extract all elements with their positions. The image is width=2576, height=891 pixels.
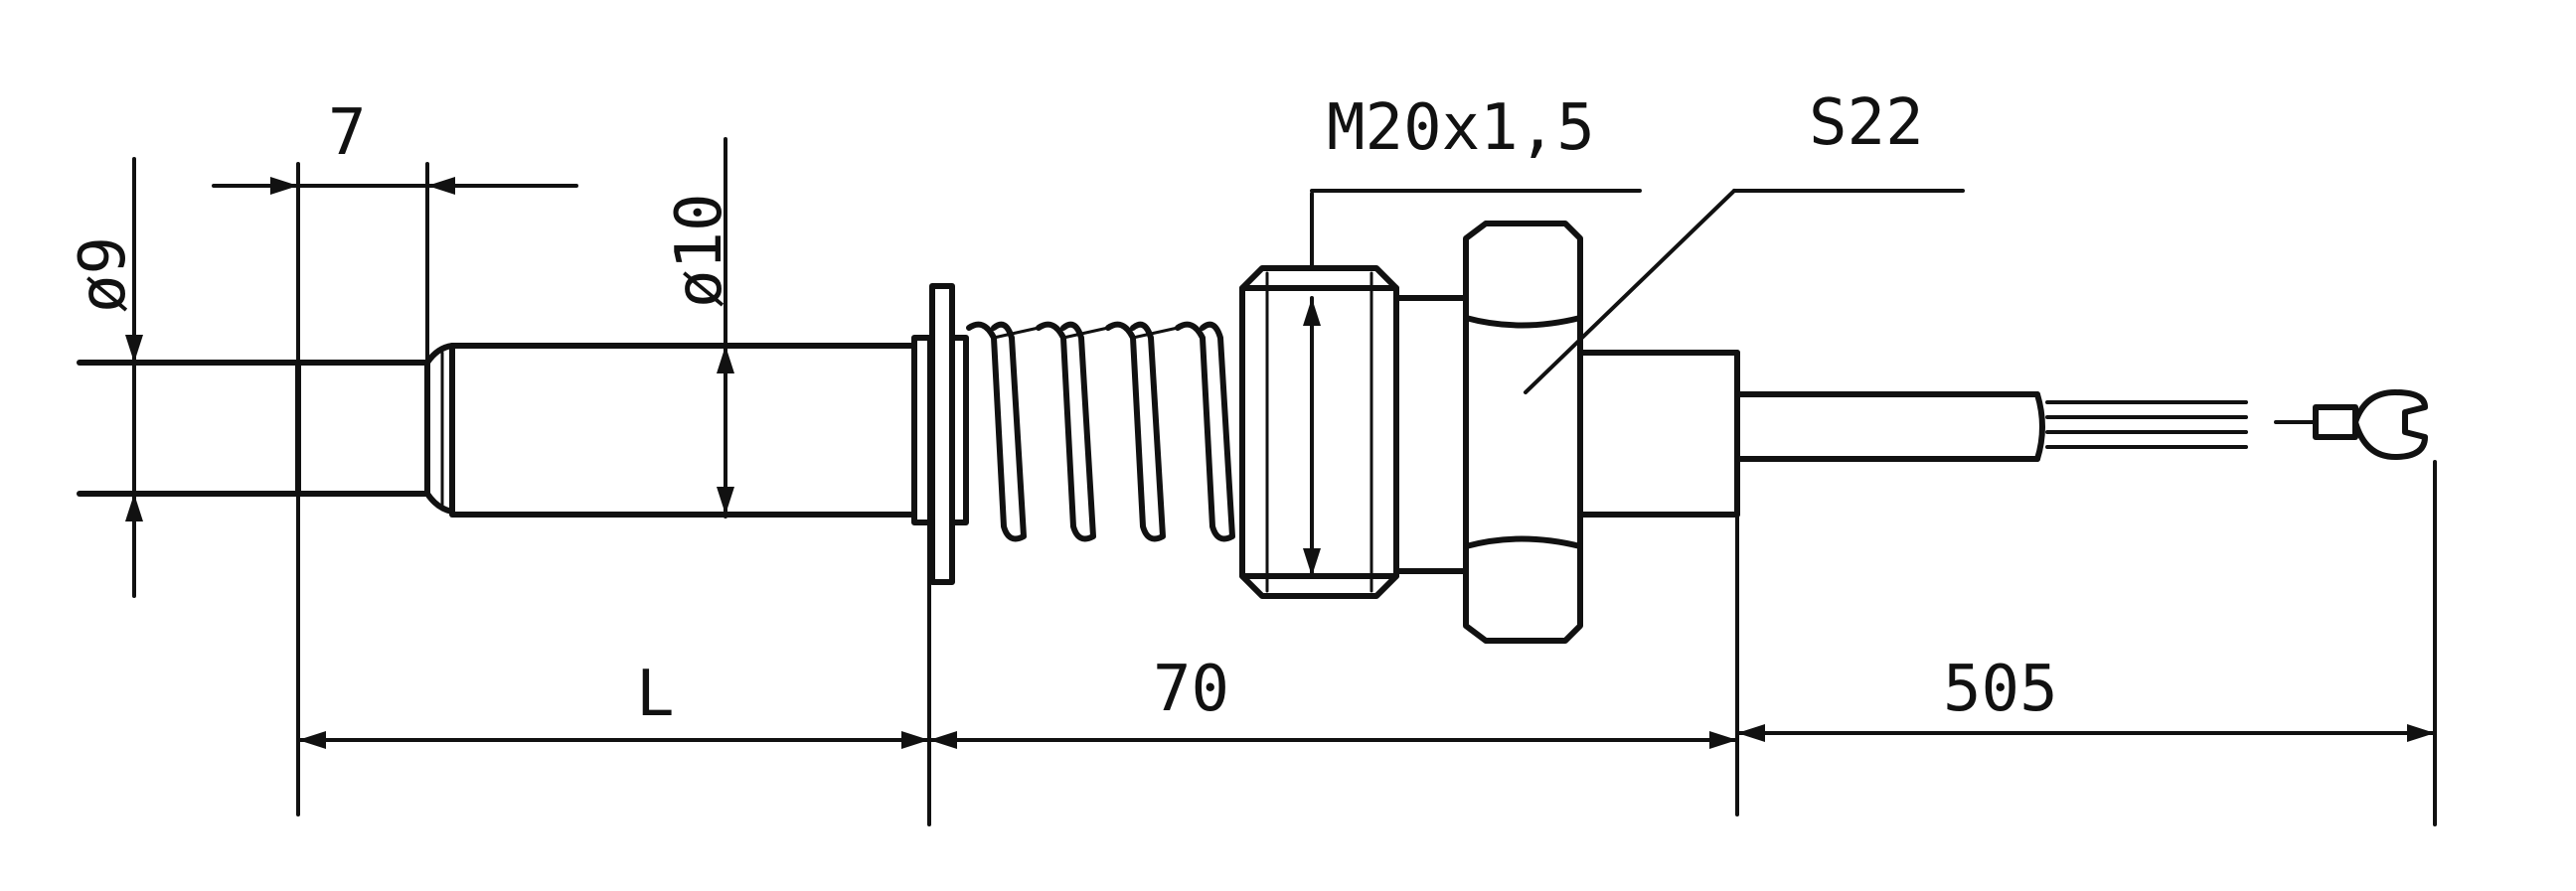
label-length-505: 505 <box>1943 653 2058 726</box>
dim-length-L: L <box>296 658 931 749</box>
flange-washer <box>911 283 969 585</box>
sensor-body <box>77 221 2428 644</box>
label-diameter-10: ø10 <box>663 193 736 308</box>
threaded-body <box>1239 265 1399 599</box>
label-diameter-9: ø9 <box>67 236 140 313</box>
sensor-collar <box>424 343 455 515</box>
rear-housing <box>1577 350 1740 518</box>
neck <box>1393 295 1469 574</box>
dim-diameter-10: ø10 <box>663 193 736 517</box>
label-length-L: L <box>636 658 675 731</box>
dim-wrench-s22: S22 <box>1524 86 1965 394</box>
cable-wires <box>2045 400 2248 449</box>
sensor-sheath <box>449 343 917 518</box>
hex-nut <box>1463 221 1583 644</box>
label-wrench-s22: S22 <box>1809 86 1924 160</box>
cable <box>1734 391 2045 462</box>
dim-diameter-9: ø9 <box>67 236 300 521</box>
extension-lines <box>132 137 2437 826</box>
dim-thread-m20: M20x1,5 <box>1303 91 1642 578</box>
label-length-7: 7 <box>328 96 367 170</box>
label-thread-m20: M20x1,5 <box>1327 91 1595 165</box>
sensor-tip <box>77 360 430 497</box>
terminal-lug <box>2274 389 2428 460</box>
dim-length-7: 7 <box>212 96 578 195</box>
dim-length-505: 505 <box>1735 653 2437 742</box>
spring-coils <box>966 321 1235 542</box>
dim-length-70: 70 <box>927 653 1739 749</box>
label-length-70: 70 <box>1153 653 1229 726</box>
